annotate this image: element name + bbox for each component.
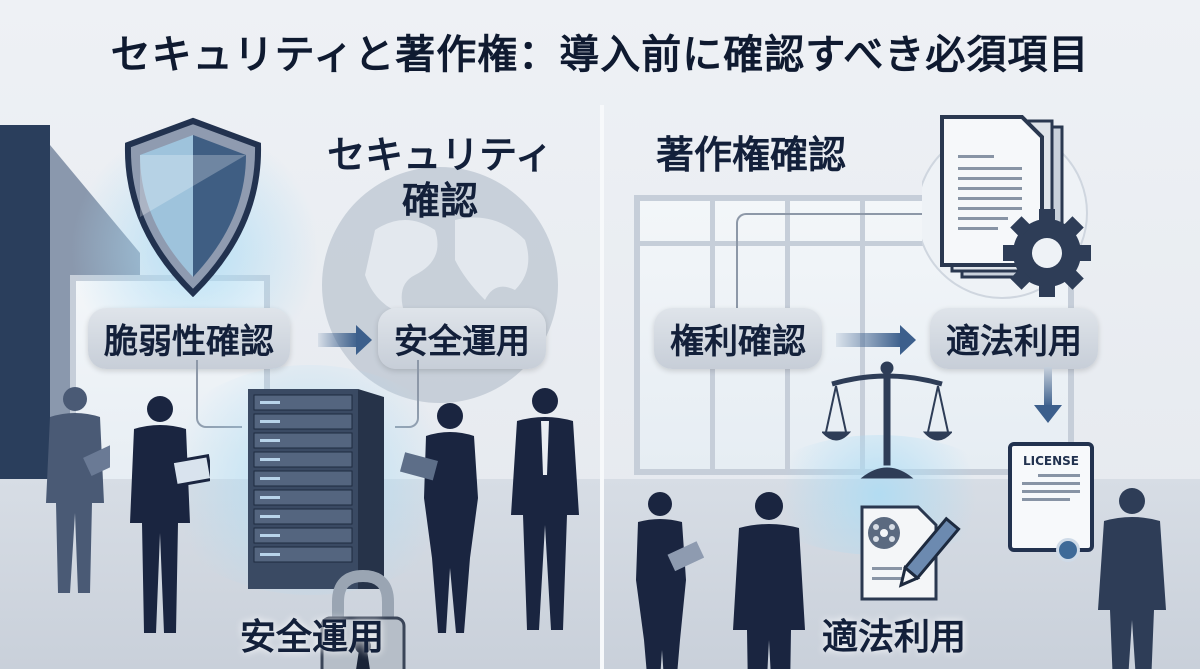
server-rack-icon — [248, 389, 384, 589]
person-silhouette — [46, 387, 110, 593]
flow-arrow-icon — [318, 325, 372, 355]
person-silhouette — [130, 396, 210, 633]
copyright-caption: 適法利用 — [822, 617, 967, 658]
page-title: セキュリティと著作権：導入前に確認すべき必須項目 — [110, 32, 1090, 78]
security-heading-line1: セキュリティ — [327, 133, 553, 177]
down-arrow-head — [1034, 405, 1062, 423]
background-wall — [0, 125, 50, 505]
security-panel: セキュリティ 確認 脆弱性確認 安全運用 — [0, 105, 600, 669]
film-document-pencil-icon — [860, 505, 961, 601]
flow-step-vulnerability-check: 脆弱性確認 — [88, 308, 290, 369]
copyright-heading: 著作権確認 — [656, 133, 847, 177]
person-silhouette — [733, 492, 805, 669]
down-arrow-icon — [1044, 367, 1052, 407]
person-silhouette — [400, 403, 478, 633]
flow-arrow-icon — [836, 325, 916, 355]
connector-line — [736, 213, 926, 313]
license-certificate-icon: LICENSE — [1008, 442, 1094, 562]
document-gear-icon — [922, 115, 1091, 299]
flow-step-safe-operation: 安全運用 — [378, 308, 546, 369]
security-caption: 安全運用 — [240, 617, 385, 658]
shield-icon — [124, 117, 262, 297]
security-heading: セキュリティ 確認 — [300, 133, 580, 224]
flow-step-rights-check: 権利確認 — [654, 308, 822, 369]
person-silhouette — [511, 388, 579, 630]
flow-step-lawful-use: 適法利用 — [930, 308, 1098, 369]
seal-ribbon-icon — [1056, 538, 1080, 562]
person-silhouette — [1098, 488, 1166, 669]
copyright-panel: 著作権確認 権利確認 適法利用 — [604, 105, 1200, 669]
panel-divider — [600, 105, 604, 669]
license-label: LICENSE — [1023, 454, 1079, 468]
person-silhouette — [636, 492, 704, 669]
padlock-icon — [320, 570, 406, 669]
security-heading-line2: 確認 — [401, 178, 478, 223]
scales-of-justice-icon — [822, 361, 952, 479]
